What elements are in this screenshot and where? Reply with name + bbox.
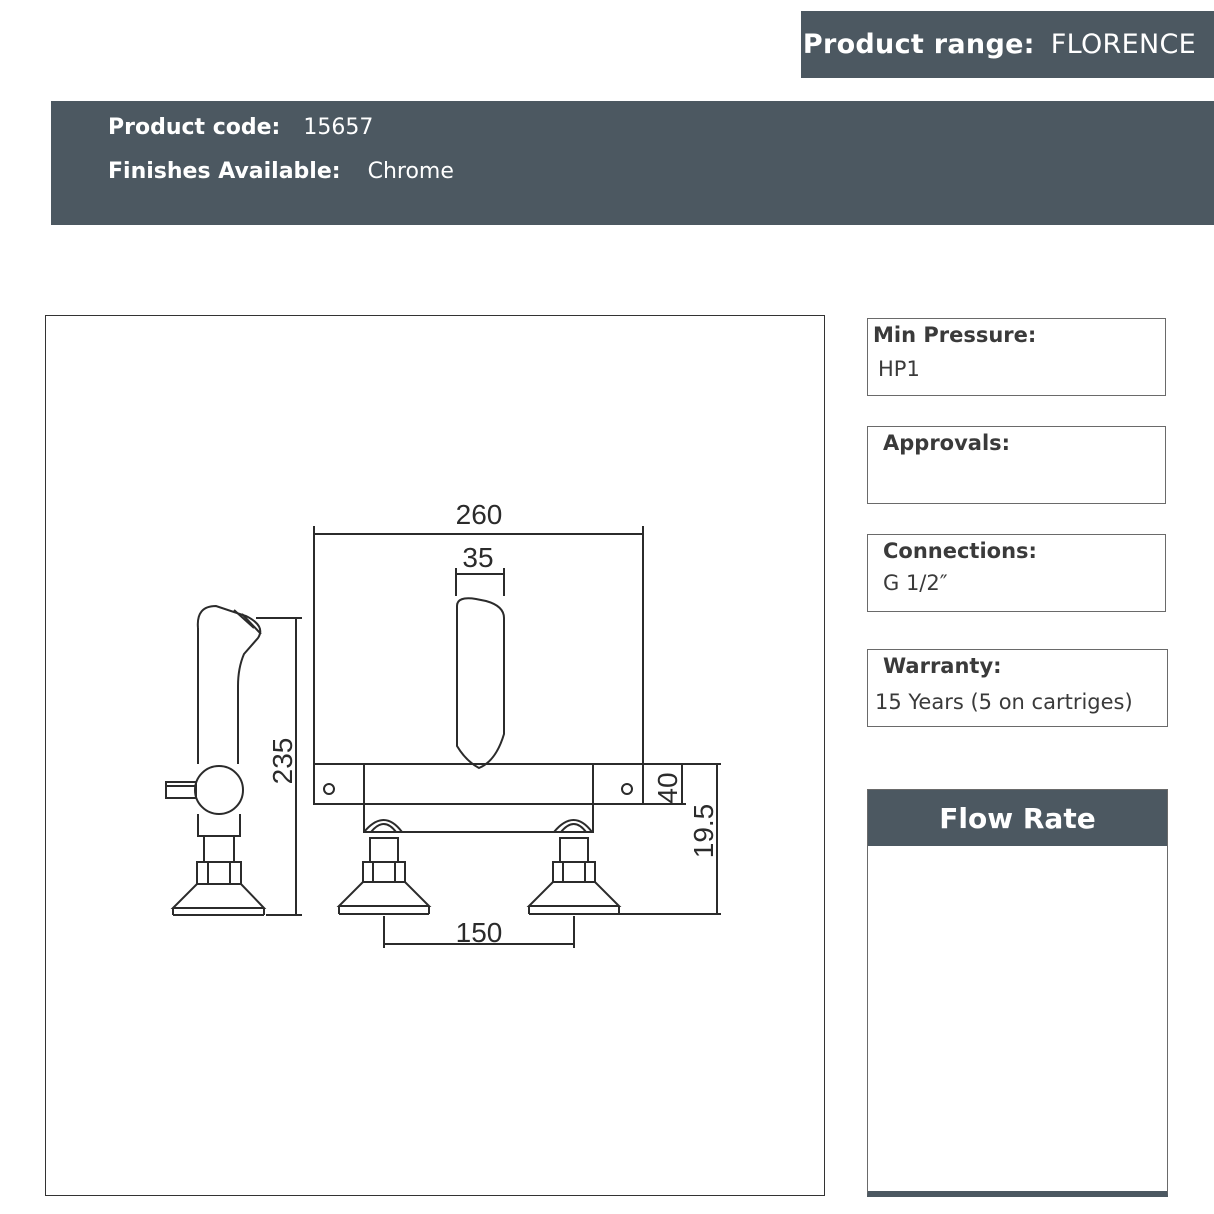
handset-face <box>241 613 262 635</box>
leg-nut-right <box>552 861 596 883</box>
spec-min-pressure: Min Pressure: HP1 <box>867 318 1166 396</box>
product-info-bar: Product code: 15657 Finishes Available: … <box>51 101 1214 225</box>
product-range-bar: Product range: FLORENCE <box>801 11 1214 78</box>
handset-head <box>196 604 262 764</box>
leg-base-left <box>336 881 432 907</box>
finishes-value: Chrome <box>367 159 454 184</box>
product-range-label: Product range: <box>802 29 1035 60</box>
dim-label-spout: 35 <box>462 542 493 573</box>
finishes-label: Finishes Available: <box>108 159 341 184</box>
leg-elbow-right <box>553 819 593 833</box>
handset-face-2 <box>233 609 255 629</box>
handset-stem <box>197 814 241 837</box>
min-pressure-label: Min Pressure: <box>873 323 1037 347</box>
technical-drawing-frame: 260 35 150 235 40 19.5 <box>45 315 825 1196</box>
connections-label: Connections: <box>883 539 1037 563</box>
handset-lever <box>165 781 197 799</box>
handset-neck <box>203 835 235 863</box>
handset-valve <box>194 765 244 815</box>
dim-label-centres: 150 <box>456 917 503 948</box>
spec-approvals: Approvals: <box>867 426 1166 504</box>
approvals-label: Approvals: <box>883 431 1011 455</box>
body-lower <box>363 803 594 833</box>
warranty-value: 15 Years (5 on cartriges) <box>875 690 1133 714</box>
product-code-label: Product code: <box>108 115 281 140</box>
dim-label-height: 235 <box>267 738 298 785</box>
product-code-value: 15657 <box>303 115 374 140</box>
spout-body <box>456 597 505 770</box>
finishes-row: Finishes Available: Chrome <box>108 159 454 184</box>
spec-warranty: Warranty: 15 Years (5 on cartriges) <box>867 649 1168 727</box>
screw-right <box>621 783 633 795</box>
product-code-row: Product code: 15657 <box>108 115 373 140</box>
dim-label-width: 260 <box>456 499 503 530</box>
leg-elbow-left <box>363 819 403 833</box>
leg-neck-left <box>369 837 399 863</box>
min-pressure-value: HP1 <box>878 357 920 381</box>
connections-value: G 1/2″ <box>883 571 948 595</box>
product-range-value: FLORENCE <box>1050 29 1196 60</box>
leg-elbow-left-inner <box>370 823 397 833</box>
leg-elbow-right-inner <box>560 823 587 833</box>
handset-base <box>170 883 267 909</box>
flow-rate-panel: Flow Rate <box>867 789 1168 1197</box>
screw-left <box>323 783 335 795</box>
leg-base-right <box>526 881 622 907</box>
warranty-label: Warranty: <box>883 654 1002 678</box>
technical-drawing: 260 35 150 235 40 19.5 <box>165 499 721 948</box>
flow-rate-title: Flow Rate <box>868 790 1167 846</box>
leg-nut-left <box>362 861 406 883</box>
spec-connections: Connections: G 1/2″ <box>867 534 1166 612</box>
leg-neck-right <box>559 837 589 863</box>
handset-nut <box>196 861 242 885</box>
dim-label-base: 19.5 <box>688 804 719 859</box>
dim-label-body: 40 <box>652 772 683 803</box>
